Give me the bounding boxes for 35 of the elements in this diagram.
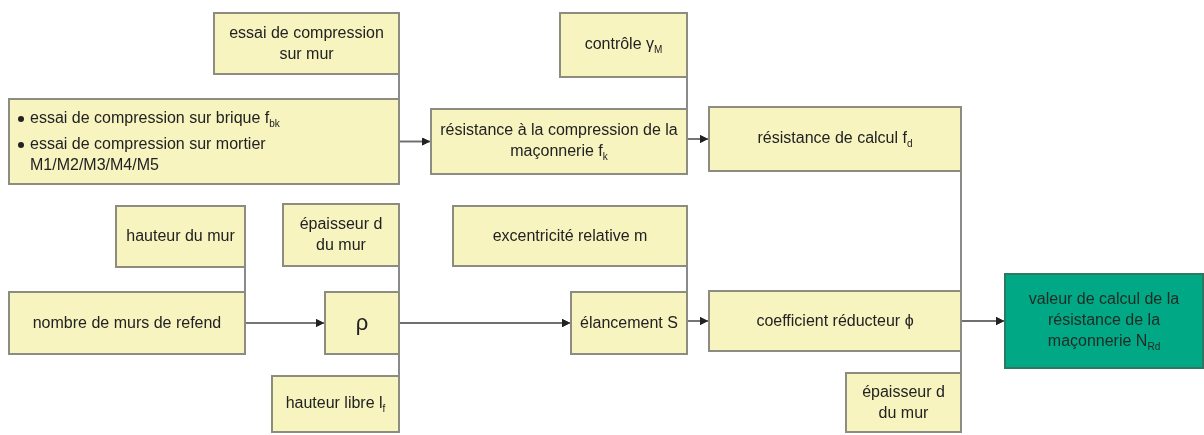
node-label: excentricité relative m: [492, 225, 648, 246]
bullet-item: essai de compression sur mortier M1/M2/M3/M4/M5: [30, 134, 266, 173]
process-box: [324, 291, 400, 355]
process-box: [570, 291, 688, 355]
process-box: [452, 205, 688, 267]
node-label: valeur de calcul de la résistance de la maçonnerie N$_{Rd}$: [1027, 289, 1181, 353]
node-label: nombre de murs de refend: [32, 312, 222, 333]
process-box: [430, 108, 688, 175]
result-box: [1004, 273, 1204, 369]
node-label: épaisseur d du mur: [298, 214, 384, 255]
process-box: [271, 375, 400, 433]
process-box: [845, 372, 962, 433]
process-box: [708, 290, 962, 352]
process-box: [115, 205, 246, 268]
node-label: résistance de calcul f$_{d}$: [757, 127, 913, 151]
node-label: essai de compression sur mur: [228, 22, 385, 64]
process-box: [213, 12, 400, 75]
arrow: [399, 137, 431, 146]
arrow: [687, 317, 709, 325]
process-box: [8, 291, 246, 355]
node-label: coefficient réducteur ϕ: [756, 310, 914, 331]
process-box: [708, 106, 962, 172]
node-label: contrôle γ$_{M}$: [584, 33, 663, 57]
process-box: [559, 12, 688, 78]
node-label: hauteur libre l$_{f}$: [285, 392, 386, 416]
node-label: ρ: [355, 308, 369, 337]
node-label: épaisseur d du mur: [861, 381, 946, 423]
process-box: [282, 203, 400, 267]
arrow: [687, 135, 709, 143]
node-label: résistance à la compression de la maçonnerie f$_{k}$: [439, 120, 679, 163]
node-label: hauteur du mur: [126, 226, 235, 247]
process-box: [8, 98, 400, 185]
arrow: [245, 319, 325, 327]
node-label: élancement S: [580, 312, 678, 333]
bullet-item: essai de compression sur brique f$_{bk}$: [30, 108, 280, 126]
